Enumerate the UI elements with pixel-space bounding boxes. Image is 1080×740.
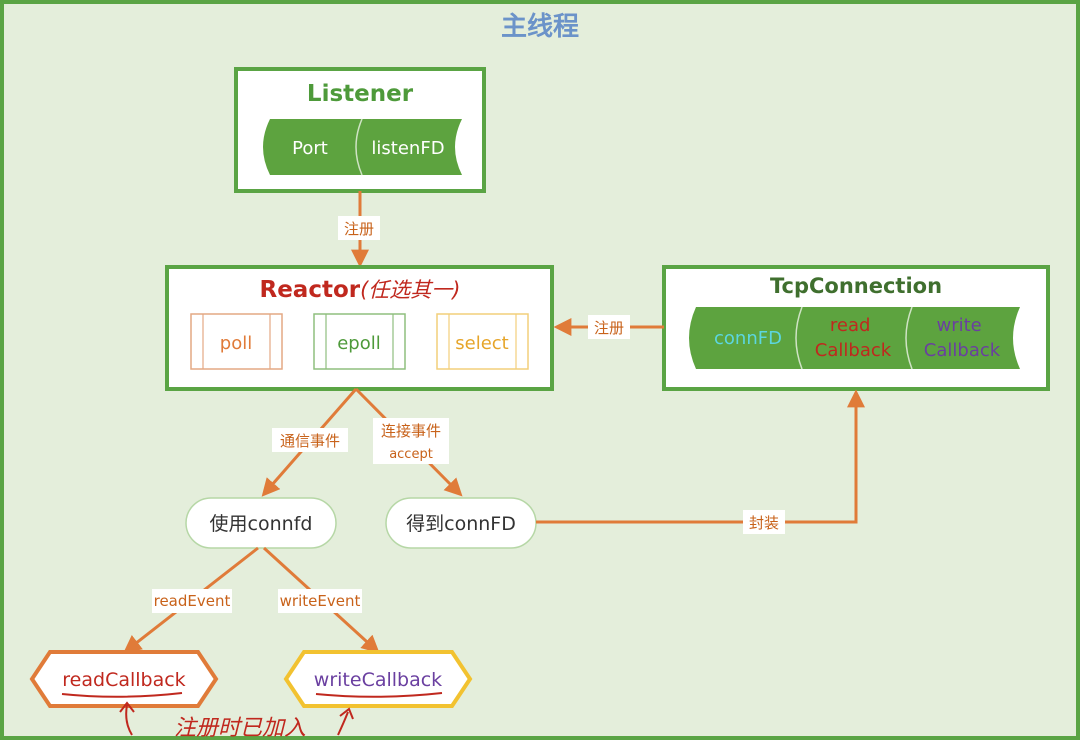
listener-field-port: Port xyxy=(292,138,328,159)
tcpconnection-fields-scroll xyxy=(689,307,1020,369)
edge-label-write-event: writeEvent xyxy=(280,592,361,610)
handwritten-annotation: 注册时已加入 xyxy=(119,701,354,740)
main-thread-title: 主线程 xyxy=(501,12,579,42)
listener-box: Listener Port listenFD xyxy=(234,67,486,193)
tcpconnection-title: TcpConnection xyxy=(770,274,942,298)
edge-label-wrap: 封装 xyxy=(749,514,779,532)
annotation-text: 注册时已加入 xyxy=(174,716,306,740)
tcpconnection-field-read-line2: Callback xyxy=(815,340,892,361)
edge-label-register1: 注册 xyxy=(344,220,374,238)
reactor-option-poll-box xyxy=(190,313,283,370)
reactor-note: (任选其一) xyxy=(360,278,460,302)
tcpconnection-field-read-line1: read xyxy=(830,315,871,336)
reactor-option-select-box xyxy=(436,313,529,370)
node-write-callback-box xyxy=(283,650,473,708)
edge-get-connfd-tcp xyxy=(536,389,865,524)
tcpconnection-field-write-line1: write xyxy=(937,315,982,336)
node-write-callback: writeCallback xyxy=(314,669,442,691)
tcpconnection-field-connfd: connFD xyxy=(714,328,782,349)
tcpconnection-field-write-line2: Callback xyxy=(924,340,1001,361)
tcpconnection-field-read-callback: read Callback xyxy=(815,315,892,361)
node-use-connfd-box xyxy=(185,497,337,549)
tcpconnection-box: TcpConnection connFD read Callback write… xyxy=(662,265,1050,391)
write-callback-underline xyxy=(315,692,443,698)
reactor-option-poll: poll xyxy=(220,333,252,354)
reactor-title: Reactor xyxy=(260,277,361,303)
edge-label-read-event: readEvent xyxy=(154,592,231,610)
reactor-option-epoll: epoll xyxy=(337,333,381,354)
read-callback-underline xyxy=(61,692,183,698)
listener-fields-scroll xyxy=(263,119,462,175)
reactor-title-group: Reactor(任选其一) xyxy=(260,277,461,303)
node-read-callback-box xyxy=(29,650,219,708)
listener-title: Listener xyxy=(307,81,414,107)
node-use-connfd: 使用connfd xyxy=(210,513,313,535)
node-get-connfd: 得到connFD xyxy=(406,513,516,535)
tcpconnection-field-write-callback: write Callback xyxy=(924,315,1001,361)
listener-field-listenfd: listenFD xyxy=(371,138,444,159)
reactor-option-epoll-box xyxy=(313,313,406,370)
reactor-option-select: select xyxy=(455,333,508,354)
edge-label-register2: 注册 xyxy=(594,319,624,337)
edge-label-comm-event: 通信事件 xyxy=(280,432,340,450)
node-read-callback: readCallback xyxy=(62,669,185,691)
edge-label-conn-event: 连接事件 xyxy=(381,422,441,440)
edge-label-accept: accept xyxy=(389,447,433,462)
reactor-box: Reactor(任选其一) poll epoll select xyxy=(165,265,554,391)
